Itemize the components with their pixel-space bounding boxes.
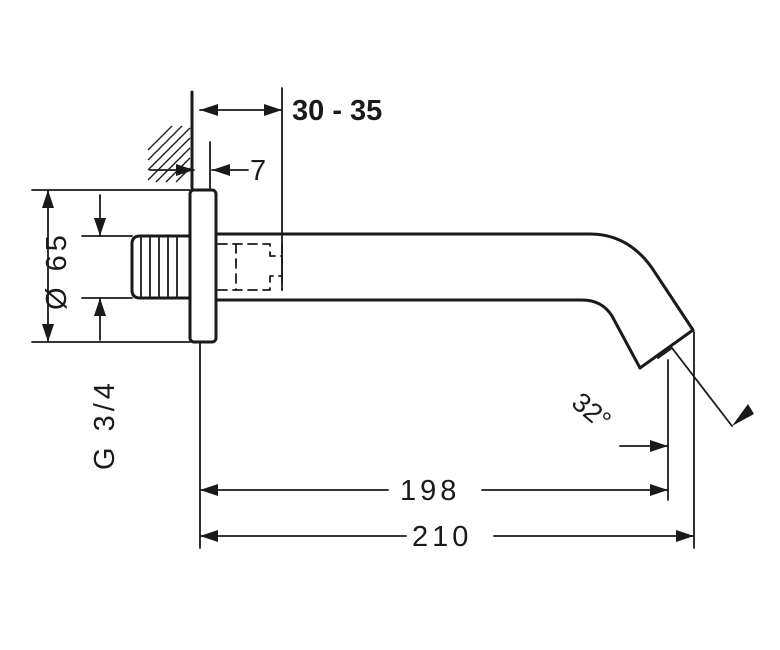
dim-rosette-diameter bbox=[31, 189, 191, 343]
dim-spout-angle-label: 32° bbox=[566, 387, 617, 436]
extension-lines bbox=[199, 331, 695, 549]
dim-angle-arrow bbox=[619, 440, 669, 452]
dim-spout-angle bbox=[671, 347, 754, 427]
thread-connector bbox=[130, 234, 192, 300]
dim-rosette-depth bbox=[149, 141, 249, 191]
wall-hatching bbox=[147, 90, 194, 190]
dim-rosette-diameter-label: Ø 65 bbox=[41, 231, 73, 310]
dim-total-length bbox=[199, 530, 695, 542]
spout-body bbox=[214, 232, 695, 370]
dim-rosette-depth-label: 7 bbox=[250, 155, 270, 187]
dim-thread bbox=[81, 194, 133, 341]
dim-thread-label: G 3/4 bbox=[89, 379, 121, 470]
dim-reach bbox=[199, 484, 669, 496]
hidden-sleeve bbox=[217, 243, 283, 291]
dim-wall-offset bbox=[199, 87, 283, 291]
dim-reach-label: 198 bbox=[400, 475, 460, 507]
rosette bbox=[188, 188, 218, 344]
dim-total-length-label: 210 bbox=[412, 521, 472, 553]
dim-wall-offset-label: 30 - 35 bbox=[292, 95, 382, 127]
